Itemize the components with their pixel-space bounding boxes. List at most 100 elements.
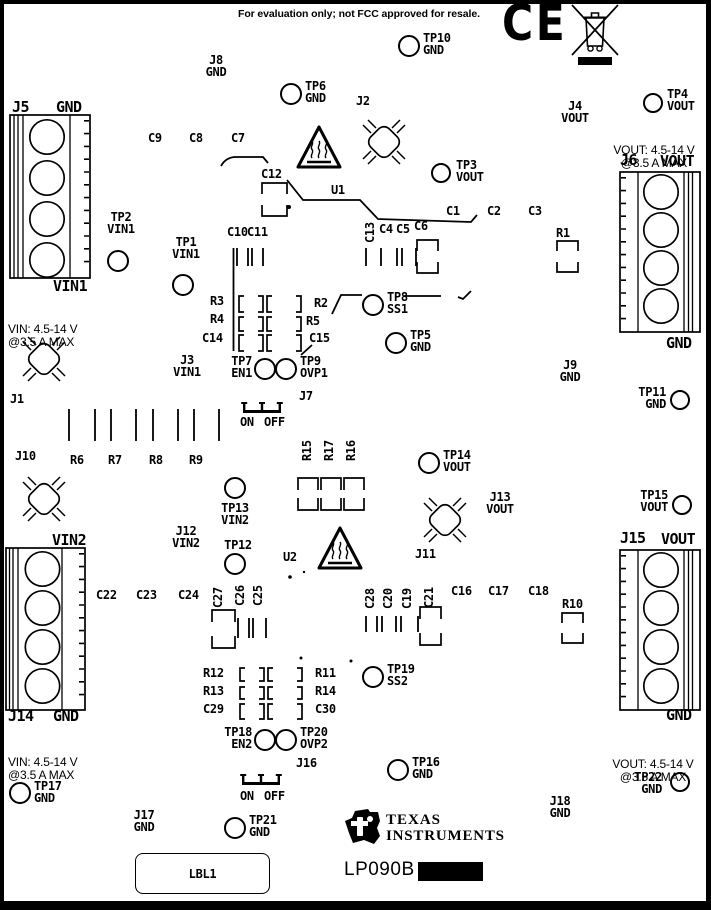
tp16-pad — [387, 759, 409, 781]
r17-ref: R17 — [322, 440, 336, 461]
component-brackets — [211, 182, 584, 649]
tp-ref: TP16 — [412, 755, 440, 769]
tp-ref: TP17 — [34, 779, 62, 793]
tp-ref: TP9 — [300, 354, 321, 368]
connector-j6-top: VOUT — [660, 152, 695, 170]
c8-ref: C8 — [189, 131, 203, 145]
c22-ref: C22 — [96, 588, 117, 602]
serial-number-block — [418, 862, 483, 881]
jack-ref: J8 — [209, 53, 223, 67]
banana-jack-j2-icon — [362, 119, 406, 165]
connector-j5-ref: J5 — [12, 98, 30, 116]
tp-ref: TP2 — [110, 210, 132, 224]
r13-ref: R13 — [203, 684, 224, 698]
jack-signal: VIN1 — [173, 365, 201, 379]
tp-signal: VIN1 — [107, 222, 135, 236]
terminal-block-j15 — [619, 549, 701, 711]
connector-j15-bottom: GND — [666, 706, 692, 724]
connector-j14-ref: J14 — [8, 707, 34, 725]
tp-signal: VIN1 — [172, 247, 200, 261]
label-placeholder-text: LBL1 — [188, 866, 217, 881]
tp-ref: TP8 — [387, 290, 408, 304]
tp-ref: TP1 — [175, 235, 197, 249]
r3-ref: R3 — [210, 294, 224, 308]
c20-ref: C20 — [381, 588, 395, 609]
r6-ref: R6 — [70, 453, 84, 467]
tp11-pad — [670, 390, 690, 410]
jumper-j7-ref: J7 — [299, 389, 313, 403]
connector-j14-top: VIN2 — [52, 531, 87, 549]
c23-ref: C23 — [136, 588, 157, 602]
vin2-rating: VIN: 4.5-14 V@3.5 A MAX — [8, 755, 78, 782]
tp12-pad — [224, 553, 246, 575]
tp-signal: VOUT — [667, 99, 695, 113]
c2-ref: C2 — [487, 204, 501, 218]
tp-ref: TP5 — [410, 328, 431, 342]
tp-ref: TP3 — [456, 158, 477, 172]
c13-ref: C13 — [363, 222, 377, 243]
pin1-dots — [287, 205, 353, 663]
c21-ref: C21 — [422, 587, 436, 608]
label-placeholder-box: LBL1 — [135, 853, 270, 894]
tp-signal: GND — [412, 767, 433, 781]
jack-ref: J3 — [180, 353, 194, 367]
jack-ref: J13 — [489, 490, 511, 504]
terminal-block-j5 — [9, 114, 91, 279]
c28-ref: C28 — [363, 588, 377, 609]
connector-j15-top: VOUT — [661, 530, 696, 548]
c10-ref: C10 — [227, 225, 248, 239]
c9-ref: C9 — [148, 131, 162, 145]
tp15-pad — [672, 495, 692, 515]
banana-jack-j13-icon — [423, 497, 467, 543]
r5-ref: R5 — [306, 314, 320, 328]
connector-j5-bottom: VIN1 — [53, 277, 88, 295]
c26-ref: C26 — [233, 585, 247, 606]
tp-ref: TP7 — [231, 354, 252, 368]
banana-jack-j10-icon — [22, 476, 66, 522]
r10-ref: R10 — [562, 597, 583, 611]
tp-signal: EN1 — [231, 366, 252, 380]
pad-marks — [68, 248, 419, 638]
tp19-pad — [362, 666, 384, 688]
c15-ref: C15 — [309, 331, 330, 345]
c27-ref: C27 — [211, 587, 225, 608]
tp22-pad — [670, 772, 690, 792]
tp-signal: GND — [410, 340, 431, 354]
c25-ref: C25 — [251, 585, 265, 606]
c17-ref: C17 — [488, 584, 509, 598]
tp-signal: GND — [641, 782, 662, 796]
tp18-pad — [254, 729, 276, 751]
tp-signal: VOUT — [640, 500, 668, 514]
terminal-block-j6 — [619, 171, 701, 333]
jack-ref: J1 — [10, 392, 24, 406]
tp-ref: TP21 — [249, 813, 277, 827]
jack-ref: J10 — [15, 449, 36, 463]
tp-ref: TP10 — [423, 31, 451, 45]
resistor-footprint-rows — [238, 295, 303, 720]
connector-j14-bottom: GND — [53, 707, 79, 725]
tp-signal: VOUT — [443, 460, 471, 474]
jack-ref: J17 — [133, 808, 155, 822]
tp5-pad — [385, 332, 407, 354]
ti-logo-icon — [345, 809, 380, 844]
ti-logo-line1: TEXAS — [386, 812, 442, 828]
tp8-pad — [362, 294, 384, 316]
tp-signal: OVP2 — [300, 737, 328, 751]
r2-ref: R2 — [314, 296, 328, 310]
